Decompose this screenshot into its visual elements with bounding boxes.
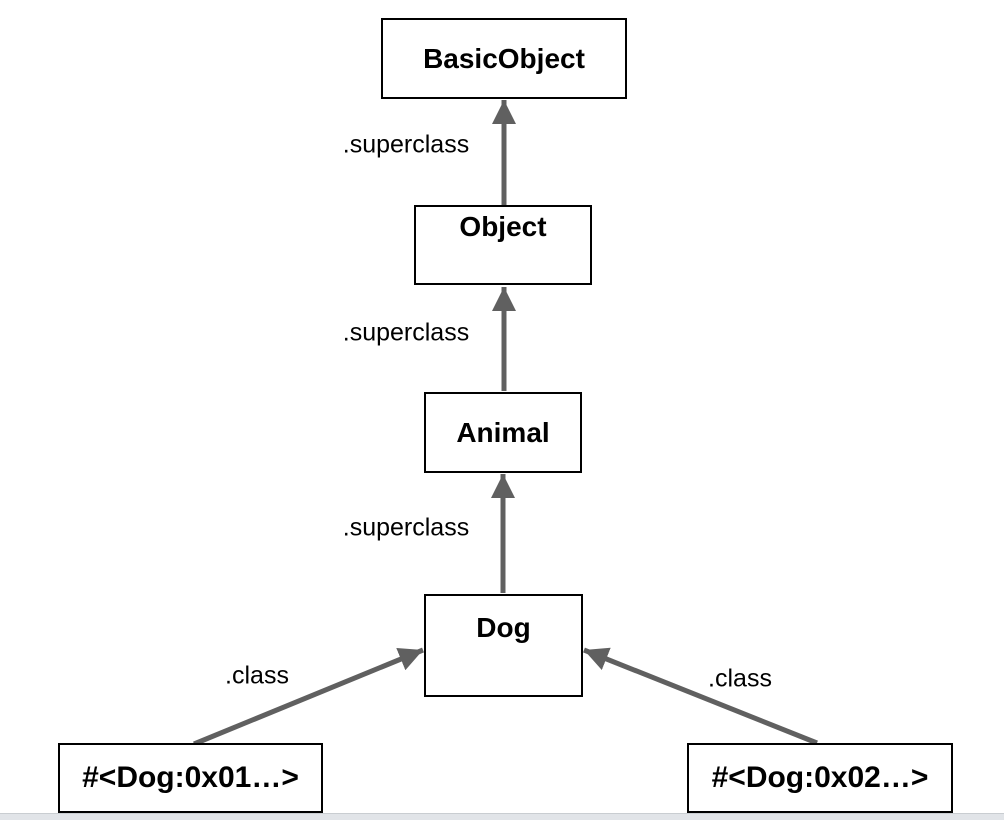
node-dog-instance-1-label: #<Dog:0x01…> <box>82 761 299 794</box>
node-basicobject-label: BasicObject <box>423 42 585 74</box>
node-basicobject: BasicObject <box>381 18 627 99</box>
node-dog-instance-2-label: #<Dog:0x02…> <box>711 761 929 794</box>
edge-label-class-2: .class <box>708 664 772 693</box>
node-animal: Animal <box>424 392 582 473</box>
edge-label-superclass-2: .superclass <box>342 318 470 347</box>
node-object-label: Object <box>459 211 547 242</box>
edge-label-class-1: .class <box>225 661 289 690</box>
arrow-instance2-to-dog <box>583 647 818 746</box>
arrow-instance1-to-dog <box>193 647 424 747</box>
node-dog-instance-2: #<Dog:0x02…> <box>687 743 953 813</box>
node-dog-label: Dog <box>476 612 531 643</box>
edge-label-superclass-3: .superclass <box>342 513 470 542</box>
edge-label-superclass-1: .superclass <box>342 130 470 159</box>
node-dog-instance-1: #<Dog:0x01…> <box>58 743 323 813</box>
node-object: Object <box>414 205 592 285</box>
node-animal-label: Animal <box>456 416 550 448</box>
viewport-bottom-bar <box>0 813 1004 820</box>
node-dog: Dog <box>424 594 583 697</box>
